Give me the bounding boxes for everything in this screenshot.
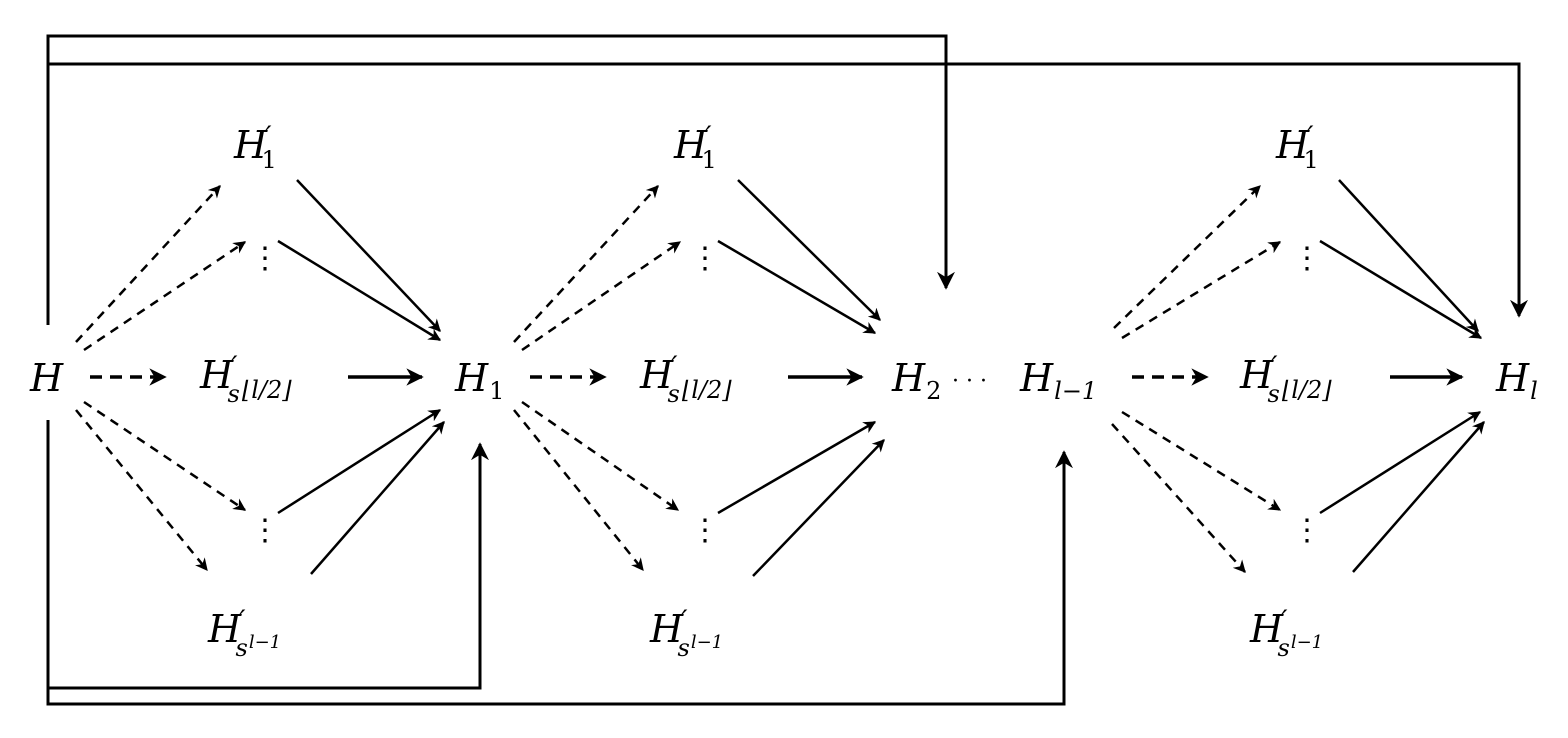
node-g1-mid: H′s⌊l/2⌋ bbox=[199, 350, 292, 408]
arrow-solid bbox=[717, 239, 877, 335]
node-g2-top: H′1 bbox=[673, 120, 717, 174]
node-g3-mid: H′s⌊l/2⌋ bbox=[1239, 350, 1332, 408]
node-hl: Hl bbox=[1495, 356, 1538, 405]
route-h-to-hlm1 bbox=[46, 420, 1073, 706]
arrow-solid bbox=[296, 179, 441, 332]
route-h-to-hl bbox=[46, 62, 1528, 325]
arrow-dashed bbox=[1121, 240, 1282, 340]
node-h2: H2 bbox=[891, 356, 941, 405]
arrow-dashed bbox=[513, 185, 659, 343]
arrow-solid bbox=[717, 420, 877, 515]
vdots: ⋮ bbox=[1292, 513, 1322, 548]
arrow-dashed bbox=[75, 185, 221, 343]
node-g3-bot: H′sl−1 bbox=[1249, 604, 1323, 662]
vdots: ⋮ bbox=[250, 241, 280, 276]
vdots: ⋮ bbox=[690, 513, 720, 548]
arrow-dashed bbox=[1111, 423, 1246, 573]
arrow-solid bbox=[277, 239, 442, 342]
route-h-to-h2 bbox=[46, 34, 955, 325]
arrow-dashed bbox=[83, 240, 247, 352]
arrow-solid bbox=[310, 421, 445, 575]
arrow-dashed bbox=[83, 400, 247, 512]
vdots: ⋮ bbox=[250, 513, 280, 548]
node-h: H bbox=[29, 356, 64, 400]
arrow-solid bbox=[1338, 179, 1479, 332]
node-h1: H1 bbox=[454, 356, 504, 405]
arrow-solid bbox=[1319, 239, 1483, 340]
node-g2-mid: H′s⌊l/2⌋ bbox=[639, 350, 732, 408]
node-g1-top: H′1 bbox=[233, 120, 277, 174]
node-g2-bot: H′sl−1 bbox=[649, 604, 723, 662]
arrow-solid bbox=[737, 179, 881, 321]
node-g3-top: H′1 bbox=[1275, 120, 1319, 174]
arrow-solid bbox=[1352, 421, 1485, 573]
arrow-dashed bbox=[1113, 185, 1261, 329]
arrow-dashed bbox=[521, 240, 682, 352]
arrow-dashed bbox=[521, 400, 680, 512]
ellipsis: · · · bbox=[952, 369, 987, 394]
node-hl-minus-1: Hl−1 bbox=[1019, 356, 1097, 405]
arrow-dashed bbox=[513, 409, 644, 571]
vdots: ⋮ bbox=[1292, 241, 1322, 276]
arrow-dashed bbox=[75, 409, 208, 571]
arrow-solid bbox=[277, 408, 442, 515]
arrow-solid bbox=[1319, 410, 1482, 515]
vdots: ⋮ bbox=[690, 241, 720, 276]
node-g1-bot: H′sl−1 bbox=[207, 604, 281, 662]
arrow-solid bbox=[752, 439, 885, 577]
